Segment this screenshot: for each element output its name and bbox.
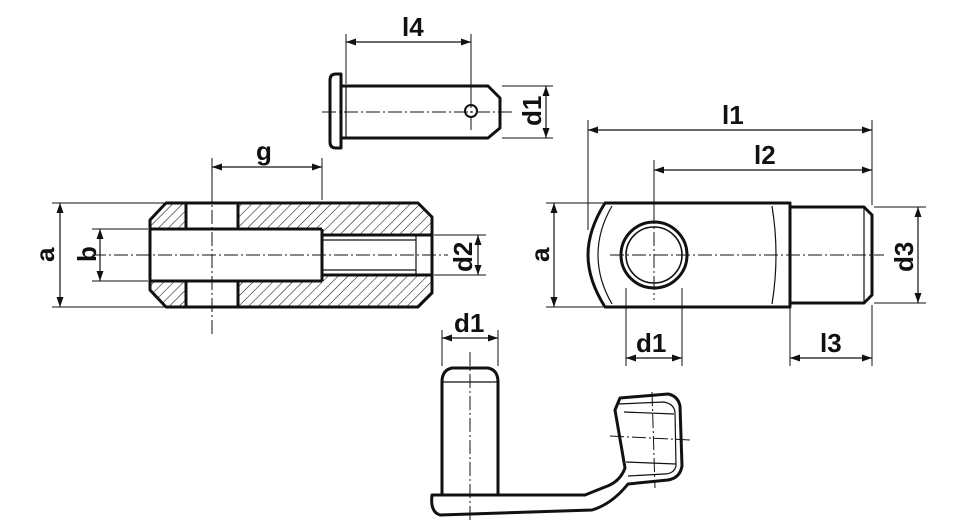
label-g: g: [256, 136, 272, 166]
clevis-side-view: [586, 201, 884, 309]
label-l2: l2: [754, 140, 776, 170]
label-a-left: a: [30, 247, 60, 262]
label-d1-clip: d1: [454, 308, 484, 338]
dimension-l3: l3: [789, 305, 873, 366]
spring-clip-pin-view: [430, 352, 691, 520]
dimension-d1-clip: d1: [441, 308, 499, 366]
dimension-d1-hole: d1: [625, 288, 683, 366]
clevis-pin-view: [322, 72, 512, 150]
label-l3: l3: [820, 328, 842, 358]
label-d1-hole: d1: [636, 328, 666, 358]
dimension-b: b: [72, 228, 148, 282]
label-a-right: a: [525, 247, 555, 262]
dimension-d3: d3: [874, 206, 926, 304]
clevis-section-view: [92, 166, 448, 334]
dimension-d1-pin: d1: [502, 85, 553, 139]
dimension-l4: l4: [345, 12, 472, 98]
dimension-d2: d2: [434, 234, 486, 276]
dimension-a-right: a: [525, 202, 603, 308]
dimension-l2: l2: [653, 140, 872, 220]
label-d1-pin: d1: [517, 96, 547, 126]
dimension-g: g: [211, 136, 323, 200]
label-b: b: [72, 246, 102, 262]
label-d3: d3: [889, 242, 919, 272]
label-d2: d2: [448, 242, 478, 272]
label-l4: l4: [402, 12, 424, 42]
dimension-a-left: a: [30, 202, 164, 308]
label-l1: l1: [722, 100, 744, 130]
dimension-l1: l1: [587, 100, 873, 230]
